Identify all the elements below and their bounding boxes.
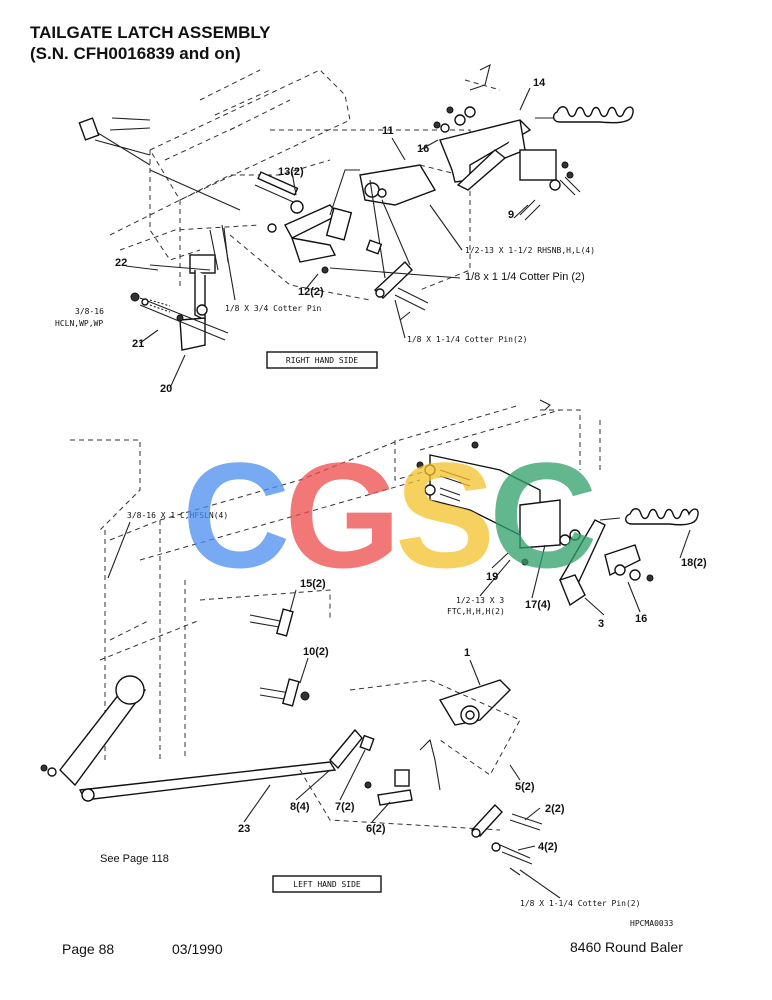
- right-hand-side-label: RIGHT HAND SIDE: [286, 356, 358, 365]
- note-cotter-pin-1-1-4: 1/8 X 1-1/4 Cotter Pin(2): [407, 335, 527, 344]
- left-hand-side-assembly: LEFT HAND SIDE 15(2) 19 17(4) 3 16 18(2)…: [40, 399, 707, 928]
- watermark-letter-c2: C: [489, 431, 597, 599]
- left-hand-side-box: [272, 875, 382, 893]
- part-19: 19: [486, 571, 498, 583]
- part-11: 11: [382, 125, 394, 137]
- note-see-page: See Page 118: [100, 853, 169, 865]
- note-hfsln: 3/8-16 X 1 C,HFSLN(4): [127, 511, 228, 520]
- note-hclnwp-size: 3/8-16: [75, 307, 104, 316]
- title-line-1: TAILGATE LATCH ASSEMBLY: [30, 23, 271, 42]
- cgsc-watermark: CGSC: [182, 431, 597, 599]
- part-16-lh: 16: [635, 613, 647, 625]
- part-4: 4(2): [538, 841, 558, 853]
- footer-date: 03/1990: [172, 941, 223, 957]
- right-hand-side-box: [266, 351, 378, 369]
- part-13: 13(2): [278, 166, 304, 178]
- part-6: 6(2): [366, 823, 386, 835]
- note-cotter-pin-3-4: 1/8 X 3/4 Cotter Pin: [225, 304, 322, 313]
- part-14: 14: [533, 77, 546, 89]
- note-cotter-pin-lh: 1/8 X 1-1/4 Cotter Pin(2): [520, 899, 640, 908]
- watermark-letter-s: S: [395, 431, 495, 599]
- note-hclnwp: HCLN,WP,WP: [55, 319, 103, 328]
- image-code: HPCMA0033: [630, 919, 674, 928]
- part-2: 2(2): [545, 803, 565, 815]
- note-ftc-size: 1/2-13 X 3: [456, 596, 504, 605]
- part-16-rh: 16: [417, 143, 429, 155]
- note-ftc: FTC,H,H,H(2): [447, 607, 505, 616]
- watermark-letter-c1: C: [182, 431, 290, 599]
- right-hand-side-assembly: RIGHT HAND SIDE 14 11 16 13(2) 9 22 12(2…: [55, 63, 634, 395]
- part-8: 8(4): [290, 801, 310, 813]
- footer-model: 8460 Round Baler: [570, 939, 683, 955]
- part-9: 9: [508, 209, 514, 221]
- left-hand-side-label: LEFT HAND SIDE: [293, 880, 361, 889]
- note-cotter-pin-2: 1/8 x 1 1/4 Cotter Pin (2): [465, 271, 585, 283]
- part-12: 12(2): [298, 286, 324, 298]
- part-22: 22: [115, 257, 127, 269]
- page-title: TAILGATE LATCH ASSEMBLY (S.N. CFH0016839…: [30, 22, 271, 64]
- part-20: 20: [160, 383, 172, 395]
- watermark-letter-g: G: [284, 431, 401, 599]
- part-10: 10(2): [303, 646, 329, 658]
- part-5: 5(2): [515, 781, 535, 793]
- part-18: 18(2): [681, 557, 707, 569]
- part-15: 15(2): [300, 578, 326, 590]
- title-line-2: (S.N. CFH0016839 and on): [30, 44, 241, 63]
- part-17: 17(4): [525, 599, 551, 611]
- footer-page: Page 88: [62, 941, 115, 957]
- part-3: 3: [598, 618, 604, 630]
- part-1: 1: [464, 647, 470, 659]
- part-21: 21: [132, 338, 144, 350]
- part-23: 23: [238, 823, 250, 835]
- part-7: 7(2): [335, 801, 355, 813]
- note-rhsnb: 1/2-13 X 1-1/2 RHSNB,H,L(4): [465, 246, 595, 255]
